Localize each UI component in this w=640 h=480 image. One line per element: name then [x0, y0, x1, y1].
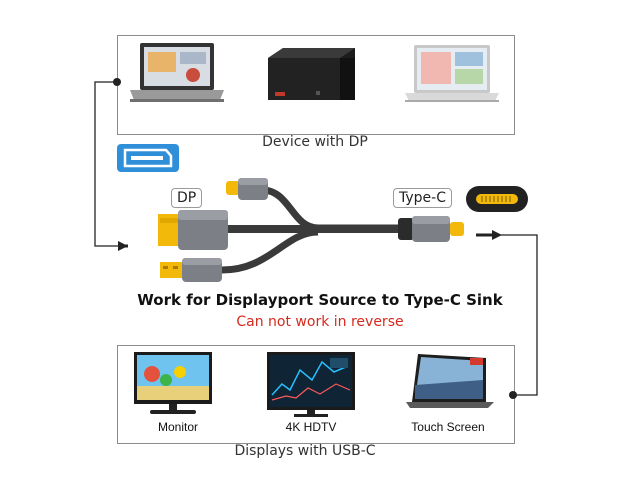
flow-line-left — [94, 81, 118, 247]
portable-touch-screen-image — [406, 354, 494, 408]
touch-screen-label: Touch Screen — [411, 420, 485, 434]
dp-tag: DP — [171, 188, 203, 208]
headline: Work for Displayport Source to Type-C Si… — [137, 291, 503, 309]
flow-line-right — [482, 234, 538, 396]
source-panel-caption: Device with DP — [262, 134, 368, 150]
arrow-right-icon — [492, 230, 502, 240]
displayport-icon — [117, 144, 179, 172]
hdtv-image — [267, 352, 355, 417]
flow-dot-right — [509, 391, 517, 399]
cable-assembly — [158, 178, 464, 282]
warning-text: Can not work in reverse — [236, 314, 404, 330]
laptop-image — [130, 43, 224, 102]
monitor-image — [134, 352, 212, 414]
typec-port-icon — [466, 186, 528, 212]
flow-dot-left — [113, 78, 121, 86]
monitor-label: Monitor — [157, 420, 198, 434]
laptop-image — [405, 45, 499, 102]
hdtv-label: 4K HDTV — [285, 420, 337, 434]
typec-tag: Type-C — [393, 188, 452, 208]
display-panel-caption: Displays with USB-C — [234, 443, 376, 459]
desktop-pc-image — [268, 48, 355, 100]
